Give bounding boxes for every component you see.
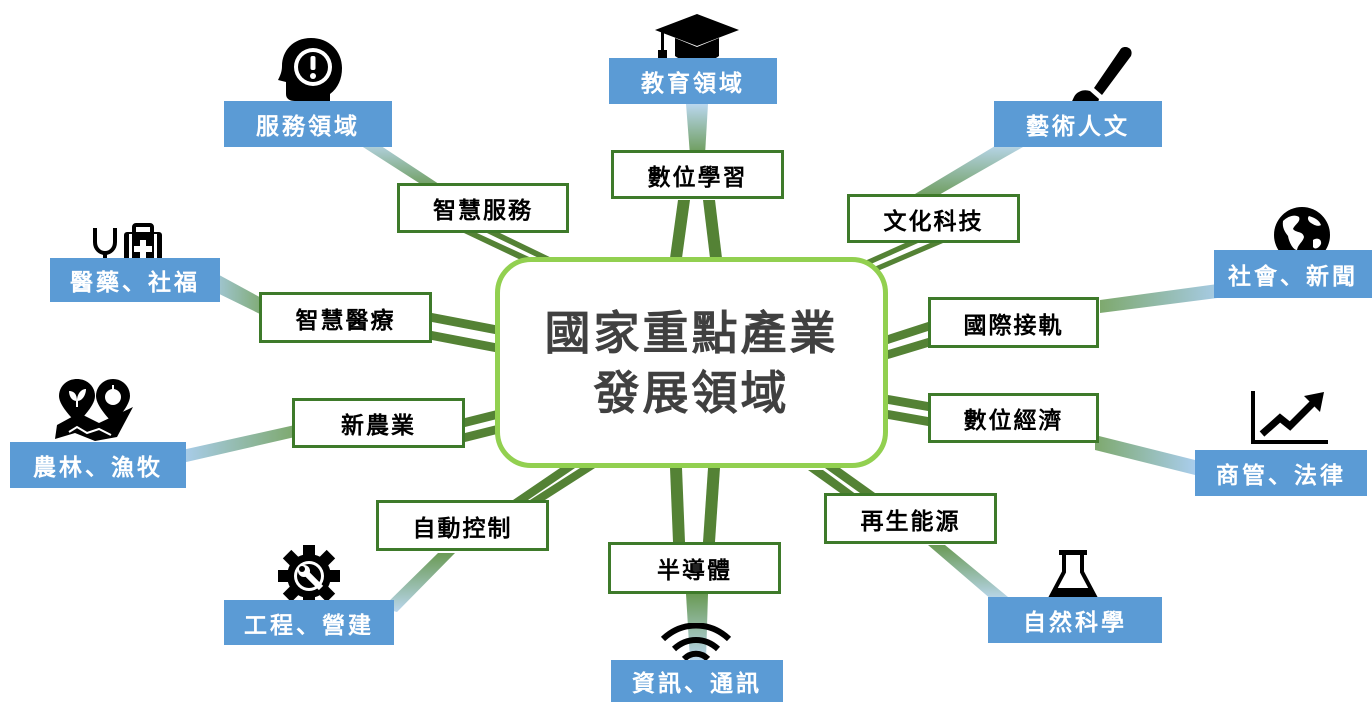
- stethoscope-medkit-icon: [93, 223, 162, 268]
- industry-label: 文化科技: [883, 208, 984, 235]
- industry-label: 智慧醫療: [295, 307, 396, 334]
- central-title-line2: 發展領域: [593, 365, 790, 420]
- domain-arts: 藝術人文: [994, 101, 1162, 147]
- domain-label: 農林、漁牧: [33, 455, 163, 481]
- industry-label: 智慧服務: [433, 198, 533, 224]
- domain-label: 服務領域: [256, 114, 360, 140]
- industry-label: 新農業: [341, 413, 416, 439]
- gear-wrench-icon: [278, 545, 340, 607]
- trend-chart-icon: [1251, 391, 1328, 444]
- head-exclamation-icon: [278, 38, 342, 110]
- industry-label: 再生能源: [860, 508, 961, 535]
- domain-it: 資訊、通訊: [611, 660, 783, 702]
- industry-new-agriculture: 新農業: [292, 398, 465, 448]
- central-title-line1: 國家重點產業: [544, 305, 839, 360]
- industry-smart-service: 智慧服務: [397, 183, 569, 233]
- domain-medical: 醫藥、社福: [50, 258, 220, 302]
- wifi-icon: [660, 623, 732, 669]
- industry-label: 半導體: [657, 558, 732, 584]
- industry-cultural-tech: 文化科技: [847, 194, 1020, 243]
- industry-digital-economy: 數位經濟: [928, 393, 1099, 443]
- domain-label: 商管、法律: [1216, 463, 1346, 489]
- domain-label: 社會、新聞: [1228, 264, 1358, 290]
- industry-label: 自動控制: [412, 515, 513, 542]
- map-pins-icon: [55, 379, 133, 441]
- industry-connectors: [432, 200, 943, 542]
- domain-label: 醫藥、社福: [70, 270, 200, 296]
- industry-smart-medical: 智慧醫療: [259, 292, 432, 343]
- domain-agriculture: 農林、漁牧: [10, 442, 186, 488]
- domain-engineering: 工程、營建: [224, 600, 394, 645]
- industry-international: 國際接軌: [928, 297, 1099, 348]
- industry-label: 數位學習: [647, 164, 748, 191]
- central-node: 國家重點產業 發展領域: [495, 257, 888, 468]
- domain-service: 服務領域: [224, 101, 392, 147]
- domain-social: 社會、新聞: [1214, 250, 1372, 298]
- industry-renewable-energy: 再生能源: [824, 493, 997, 544]
- globe-icon: [1274, 207, 1330, 263]
- domain-label: 教育領域: [641, 71, 745, 97]
- industry-label: 數位經濟: [963, 408, 1064, 434]
- domain-business: 商管、法律: [1195, 450, 1367, 496]
- industry-automation: 自動控制: [376, 500, 549, 551]
- domain-label: 資訊、通訊: [632, 671, 762, 697]
- industry-digital-learning: 數位學習: [611, 150, 784, 199]
- domain-label: 藝術人文: [1026, 114, 1130, 140]
- industry-semiconductor: 半導體: [608, 542, 781, 594]
- domain-science: 自然科學: [988, 597, 1162, 643]
- graduation-cap-icon: [655, 14, 739, 62]
- industry-label: 國際接軌: [963, 312, 1064, 339]
- domain-education: 教育領域: [609, 58, 777, 104]
- domain-label: 工程、營建: [244, 612, 374, 639]
- domain-label: 自然科學: [1023, 610, 1127, 636]
